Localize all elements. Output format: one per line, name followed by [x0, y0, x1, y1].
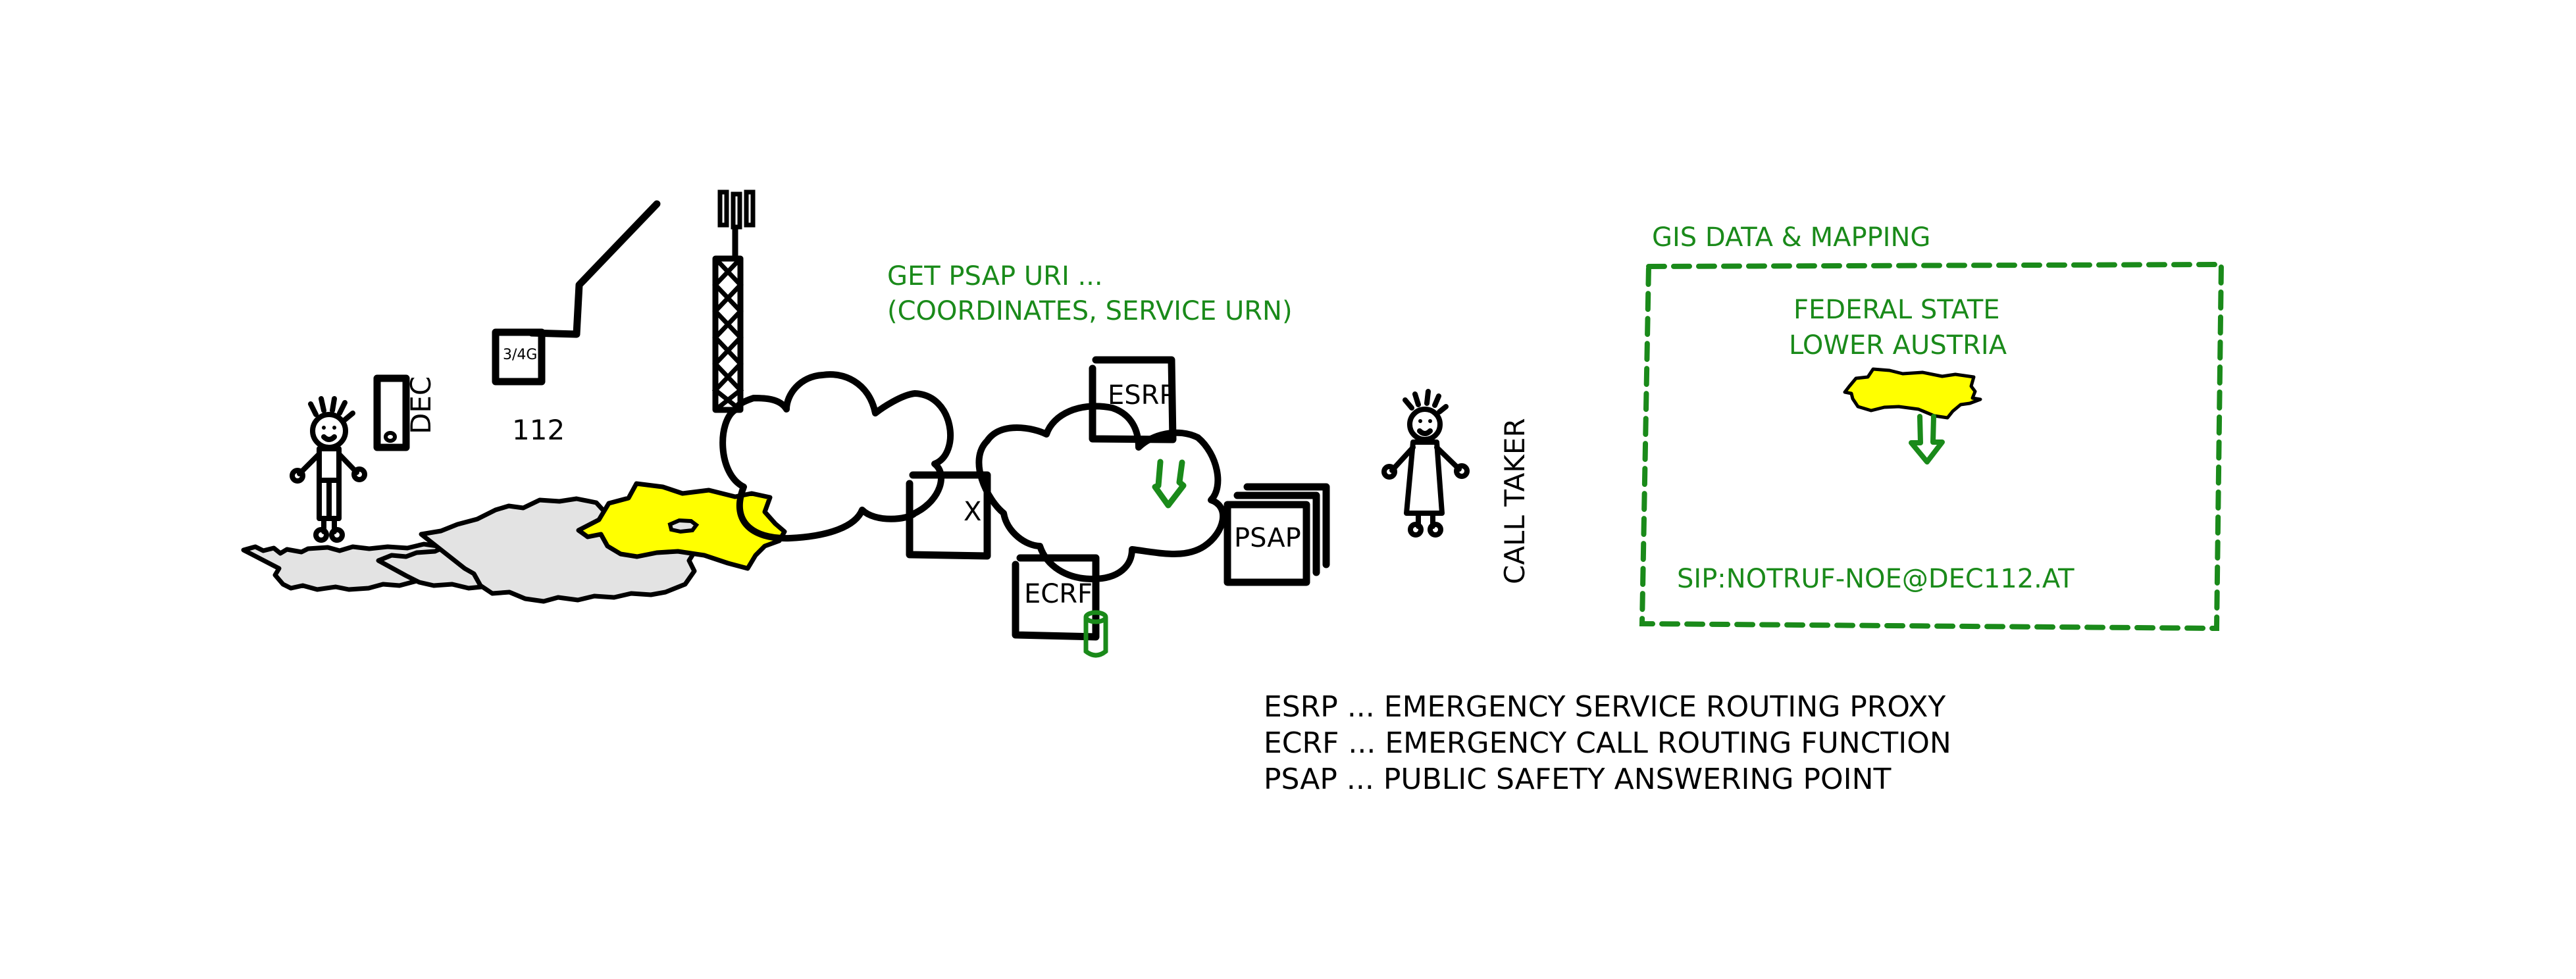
lower-austria-map-icon: [1843, 367, 1982, 420]
gis-region-line-1: FEDERAL STATE: [1793, 295, 2000, 325]
database-cylinder-icon: [1083, 610, 1108, 658]
legend-item-esrp: ESRP ... EMERGENCY SERVICE ROUTING PROXY: [1264, 690, 1946, 724]
radio-tech-label: 3/4G: [503, 347, 538, 363]
call-taker-label: CALL TAKER: [1499, 418, 1531, 584]
radio-tech-box: [492, 328, 546, 386]
map-region-vienna: [667, 518, 700, 534]
mobile-phone-icon: [373, 374, 410, 451]
gis-title: GIS DATA & MAPPING: [1652, 222, 1931, 253]
gis-frame: [1639, 261, 2225, 632]
double-down-arrow-icon: [1909, 414, 1945, 464]
psap-box-stack: [1224, 483, 1330, 586]
cell-tower-icon: [711, 189, 756, 413]
ecrf-label: ECRF: [1024, 579, 1093, 609]
dial-number: 112: [512, 414, 565, 446]
ecrf-box: [1012, 554, 1100, 641]
call-taker-stick-figure-icon: [1381, 389, 1470, 538]
gis-region-line-2: LOWER AUSTRIA: [1789, 330, 2007, 361]
legend: ESRP ... EMERGENCY SERVICE ROUTING PROXY…: [1264, 690, 1951, 799]
query-line-1: GET PSAP URI ...: [887, 261, 1103, 291]
legend-item-ecrf: ECRF ... EMERGENCY CALL ROUTING FUNCTION: [1264, 726, 1951, 760]
lightning-signal-icon: [528, 200, 661, 338]
esrp-label: ESRP: [1108, 380, 1175, 411]
network-cloud-icon: [719, 371, 954, 542]
legend-item-psap: PSAP ... PUBLIC SAFETY ANSWERING POINT: [1264, 763, 1892, 796]
psap-label: PSAP: [1234, 523, 1301, 553]
esrp-box: [1089, 356, 1177, 443]
router-label: X: [964, 497, 982, 527]
austria-map-icon: [241, 481, 787, 604]
caller-stick-figure-icon: [290, 396, 367, 543]
gis-result-uri: SIP:NOTRUF-NOE@DEC112.AT: [1677, 564, 2074, 594]
query-line-2: (COORDINATES, SERVICE URN): [887, 296, 1293, 326]
network-label: DEC: [405, 376, 437, 434]
double-down-arrow-icon: [1152, 459, 1187, 509]
router-box: [906, 471, 991, 560]
network-cloud-icon: [975, 403, 1226, 582]
